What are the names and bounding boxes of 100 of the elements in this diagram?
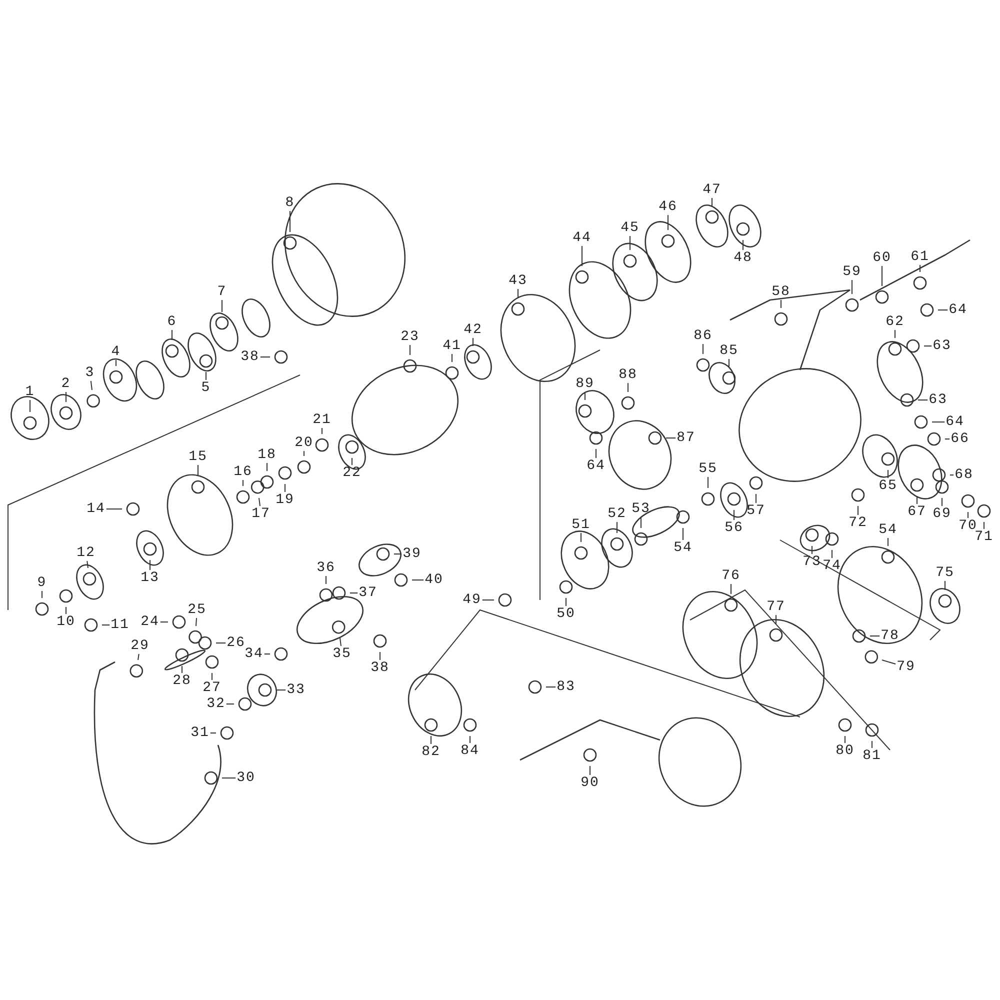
- callout-number: 63: [928, 393, 948, 407]
- callout-number: 15: [188, 450, 208, 464]
- callout-number: 34: [244, 647, 264, 661]
- callout-number: 33: [286, 683, 306, 697]
- leader-line: [260, 356, 270, 358]
- callout-number: 50: [556, 607, 576, 621]
- leader-line: [616, 522, 618, 534]
- callout-number: 23: [400, 330, 420, 344]
- callout-number: 73: [802, 555, 822, 569]
- callout-number: 81: [862, 749, 882, 763]
- callout-number: 85: [720, 344, 738, 358]
- callout-number: 61: [910, 250, 930, 264]
- callout-number: 1: [25, 385, 35, 399]
- leader-line: [90, 380, 92, 390]
- callout-number: 69: [932, 507, 952, 521]
- leader-line: [944, 580, 946, 590]
- callout-number: 12: [76, 546, 96, 560]
- callout-number: 83: [556, 680, 576, 694]
- leader-line: [216, 642, 226, 644]
- callout-number: 45: [620, 221, 640, 235]
- leader-line: [258, 498, 260, 506]
- leader-line: [210, 732, 216, 734]
- leader-line: [546, 686, 556, 688]
- callout-number: 6: [167, 315, 177, 329]
- callout-number: 62: [886, 315, 904, 329]
- callout-number: 44: [572, 231, 592, 245]
- callout-number: 8: [285, 196, 295, 210]
- callout-number: 60: [872, 251, 892, 265]
- leader-line: [780, 300, 782, 308]
- callout-number: 22: [342, 466, 362, 480]
- callout-number: 88: [618, 368, 638, 382]
- leader-line: [340, 638, 342, 646]
- callout-number: 28: [172, 674, 192, 688]
- leader-line: [106, 508, 122, 510]
- callout-number: 63: [932, 339, 952, 353]
- callout-number: 42: [464, 323, 482, 337]
- callout-number: 16: [234, 465, 252, 479]
- leader-line: [242, 480, 244, 486]
- leader-line: [950, 474, 954, 476]
- callout-number: 7: [217, 285, 227, 299]
- callout-number: 54: [674, 541, 692, 555]
- leader-line: [882, 660, 896, 664]
- callout-number: 4: [111, 345, 121, 359]
- callout-number: 9: [37, 576, 47, 590]
- callout-number: 90: [580, 776, 600, 790]
- callout-number: 30: [236, 771, 256, 785]
- leader-line: [728, 358, 730, 368]
- callout-number: 55: [698, 462, 718, 476]
- callout-number: 59: [842, 265, 862, 279]
- callout-number: 38: [370, 661, 390, 675]
- leader-line: [196, 618, 197, 626]
- callout-number: 49: [462, 593, 482, 607]
- callout-number: 58: [772, 285, 790, 299]
- callout-number: 82: [422, 745, 440, 759]
- callout-number: 79: [896, 660, 916, 674]
- callout-number: 31: [190, 726, 210, 740]
- callout-number: 21: [312, 413, 332, 427]
- callout-number: 52: [608, 507, 626, 521]
- callout-number: 48: [734, 251, 752, 265]
- leader-line: [730, 584, 732, 594]
- callout-number: 36: [316, 561, 336, 575]
- leader-line: [742, 240, 744, 250]
- leader-line: [102, 624, 110, 626]
- callout-number: 5: [201, 381, 211, 395]
- leader-line: [944, 438, 950, 440]
- callout-number: 70: [958, 519, 978, 533]
- callout-number: 64: [586, 459, 606, 473]
- callout-number: 37: [358, 586, 378, 600]
- callout-number: 41: [442, 339, 462, 353]
- callout-number: 35: [332, 647, 352, 661]
- callout-number: 26: [226, 636, 246, 650]
- callout-number: 20: [294, 436, 314, 450]
- callout-number: 2: [61, 377, 71, 391]
- callout-number: 75: [936, 566, 954, 580]
- callout-number: 11: [110, 618, 130, 632]
- callout-number: 53: [632, 502, 650, 516]
- callout-number: 74: [822, 559, 842, 573]
- callout-number: 17: [252, 507, 270, 521]
- callout-number: 47: [702, 183, 722, 197]
- leader-line: [682, 528, 684, 540]
- callout-number: 64: [948, 303, 968, 317]
- callout-number: 64: [946, 415, 964, 429]
- callout-number: 56: [724, 521, 744, 535]
- callout-number: 19: [276, 493, 294, 507]
- callout-number: 77: [766, 600, 786, 614]
- leader-line: [284, 484, 286, 492]
- callout-number: 65: [878, 479, 898, 493]
- callout-number: 51: [572, 518, 590, 532]
- callout-number: 43: [508, 274, 528, 288]
- callout-number: 29: [130, 639, 150, 653]
- leader-line: [472, 338, 474, 346]
- leader-line: [580, 532, 582, 542]
- leader-line: [86, 560, 88, 568]
- leader-line: [138, 654, 140, 660]
- leader-line: [266, 462, 268, 472]
- leader-line: [702, 344, 704, 354]
- callout-number: 86: [694, 329, 712, 343]
- callout-number: 71: [974, 530, 994, 544]
- callout-number: 80: [836, 744, 854, 758]
- callout-number: 39: [402, 547, 422, 561]
